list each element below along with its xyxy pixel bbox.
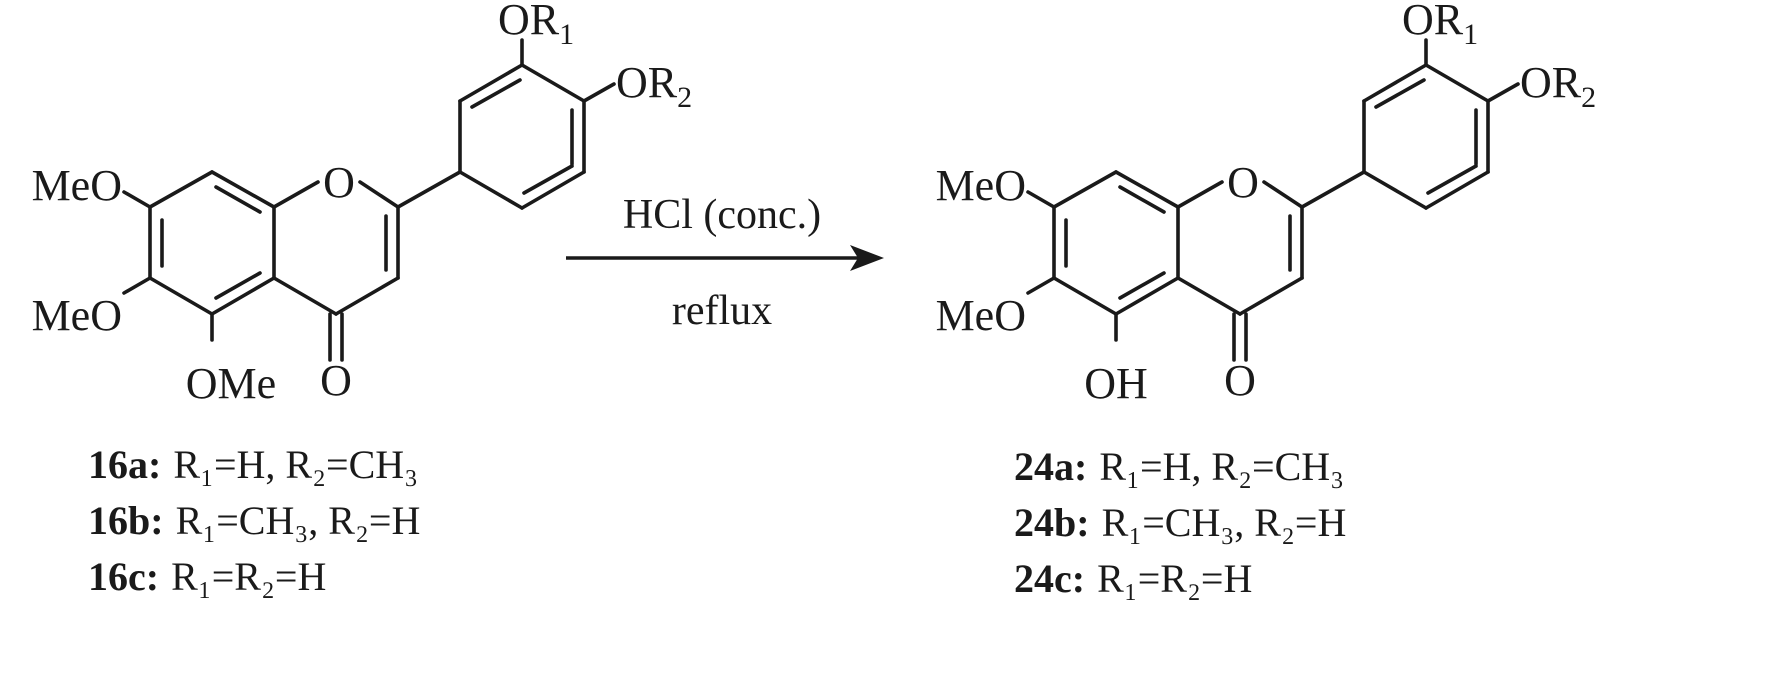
- reactant-ring-oxygen-label: O: [323, 158, 355, 207]
- reaction-arrow-group: HCl (conc.) reflux: [566, 192, 884, 334]
- reactant-carbonyl-oxygen-label: O: [320, 356, 352, 405]
- product-or1-subscript: 1: [1463, 18, 1478, 51]
- reactant-or1-label: OR1: [498, 0, 574, 51]
- reaction-condition-reagent: HCl (conc.): [623, 192, 821, 238]
- compound-label-24b: 24b: R₁=CH₃, R₂=H: [1014, 500, 1346, 545]
- compound-definition-16c: R₁=R₂=H: [171, 554, 326, 599]
- compound-label-16a: 16a: R₁=H, R₂=CH₃: [88, 442, 418, 487]
- reactant-or2-subscript: 2: [677, 81, 692, 114]
- reactant-or1-text: OR: [498, 0, 560, 44]
- compound-id-24c: 24c:: [1014, 556, 1085, 601]
- reactant-or1-subscript: 1: [559, 18, 574, 51]
- product-ring-oxygen-label: O: [1227, 158, 1259, 207]
- reactant-5-methoxy-label: OMe: [186, 359, 276, 408]
- compound-definition-24a: R₁=H, R₂=CH₃: [1099, 444, 1344, 489]
- reaction-condition-temperature: reflux: [672, 288, 772, 334]
- product-7-methoxy-label: MeO: [936, 161, 1026, 210]
- reaction-arrowhead: [850, 245, 884, 271]
- compound-label-16b: 16b: R₁=CH₃, R₂=H: [88, 498, 420, 543]
- product-or2-subscript: 2: [1581, 81, 1596, 114]
- product-compound-labels: 24a: R₁=H, R₂=CH₃ 24b: R₁=CH₃, R₂=H 24c: R₁…: [1014, 444, 1346, 601]
- reactant-or2-text: OR: [616, 58, 678, 107]
- reactant-atom-labels: O O MeO MeO OMe OR1 OR2: [32, 0, 693, 408]
- compound-id-24b: 24b:: [1014, 500, 1090, 545]
- compound-definition-16a: R₁=H, R₂=CH₃: [173, 442, 418, 487]
- product-or2-label: OR2: [1520, 58, 1596, 114]
- compound-definition-24c: R₁=R₂=H: [1097, 556, 1252, 601]
- product-bonds: [1026, 38, 1520, 362]
- product-or1-label: OR1: [1402, 0, 1478, 51]
- reactant-compound-labels: 16a: R₁=H, R₂=CH₃ 16b: R₁=CH₃, R₂=H 16c: R₁…: [88, 442, 420, 599]
- product-or1-text: OR: [1402, 0, 1464, 44]
- reactant-7-methoxy-label: MeO: [32, 161, 122, 210]
- product-structure: O O MeO MeO OH OR1 OR2: [936, 0, 1597, 408]
- product-or2-text: OR: [1520, 58, 1582, 107]
- reactant-or2-label: OR2: [616, 58, 692, 114]
- product-atom-labels: O O MeO MeO OH OR1 OR2: [936, 0, 1597, 408]
- product-carbonyl-oxygen-label: O: [1224, 356, 1256, 405]
- compound-id-16b: 16b:: [88, 498, 164, 543]
- reactant-structure: O O MeO MeO OMe OR1 OR2: [32, 0, 693, 408]
- reactant-bonds: [122, 38, 616, 362]
- compound-definition-24b: R₁=CH₃, R₂=H: [1102, 500, 1347, 545]
- compound-label-24a: 24a: R₁=H, R₂=CH₃: [1014, 444, 1344, 489]
- compound-label-16c: 16c: R₁=R₂=H: [88, 554, 326, 599]
- compound-id-24a: 24a:: [1014, 444, 1087, 489]
- compound-label-24c: 24c: R₁=R₂=H: [1014, 556, 1252, 601]
- compound-id-16a: 16a:: [88, 442, 161, 487]
- compound-id-16c: 16c:: [88, 554, 159, 599]
- product-6-methoxy-label: MeO: [936, 291, 1026, 340]
- product-5-hydroxy-label: OH: [1084, 359, 1148, 408]
- reactant-6-methoxy-label: MeO: [32, 291, 122, 340]
- compound-definition-16b: R₁=CH₃, R₂=H: [176, 498, 421, 543]
